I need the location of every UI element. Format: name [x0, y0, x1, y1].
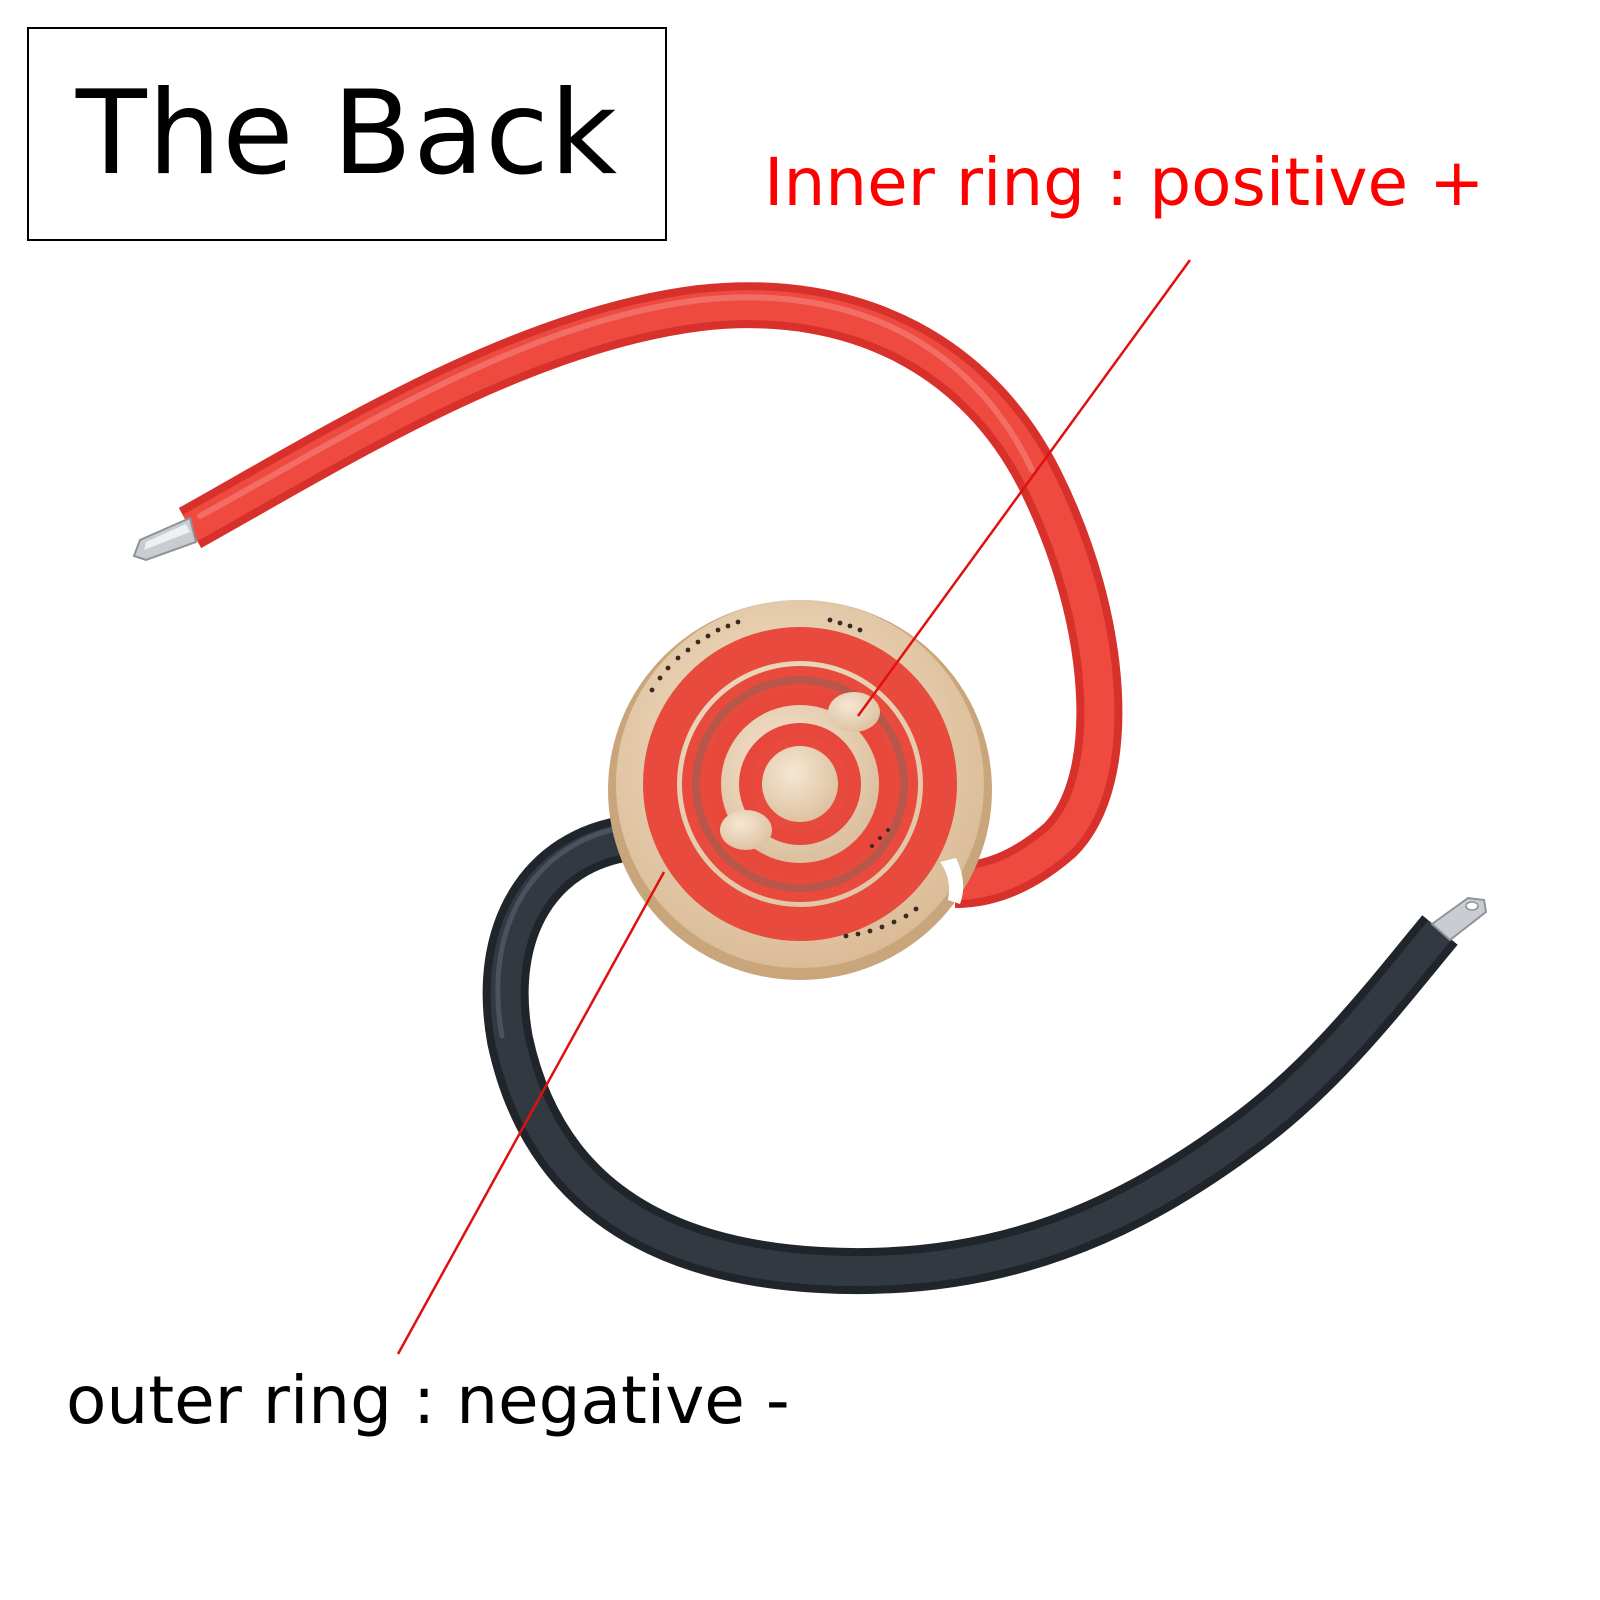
pcb-vias: [649, 617, 919, 939]
positive-label: Inner ring : positive +: [764, 144, 1485, 221]
title-box: The Back: [27, 27, 667, 241]
positive-leader-line: [856, 259, 1192, 717]
black-wire: [482, 815, 1458, 1295]
red-wire-tip: [132, 516, 198, 562]
black-wire-tip: [1430, 896, 1488, 942]
red-wire: [178, 282, 1123, 908]
outer-ring: [643, 627, 957, 941]
pcb-board: [608, 600, 992, 980]
negative-leader-line: [396, 871, 666, 1355]
solder-pad-bottom: [720, 810, 772, 850]
title: The Back: [75, 66, 619, 201]
negative-label: outer ring : negative -: [66, 1362, 790, 1439]
center-pad: [762, 746, 838, 822]
inner-ring: [721, 705, 879, 863]
